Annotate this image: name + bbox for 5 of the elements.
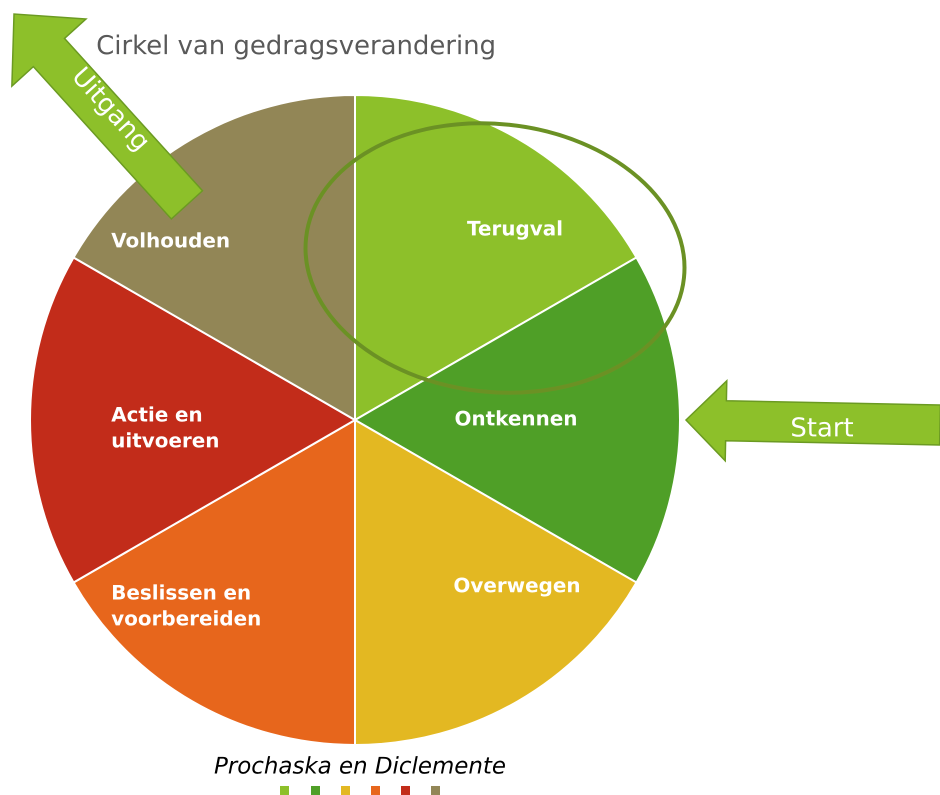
caption: Prochaska en Diclemente (214, 756, 505, 774)
title: Cirkel van gedragsverandering (98, 34, 494, 60)
block-arrow (684, 379, 940, 463)
edge-label: Start (792, 417, 854, 437)
pie-slice: Actie en uitvoeren (29, 256, 356, 584)
